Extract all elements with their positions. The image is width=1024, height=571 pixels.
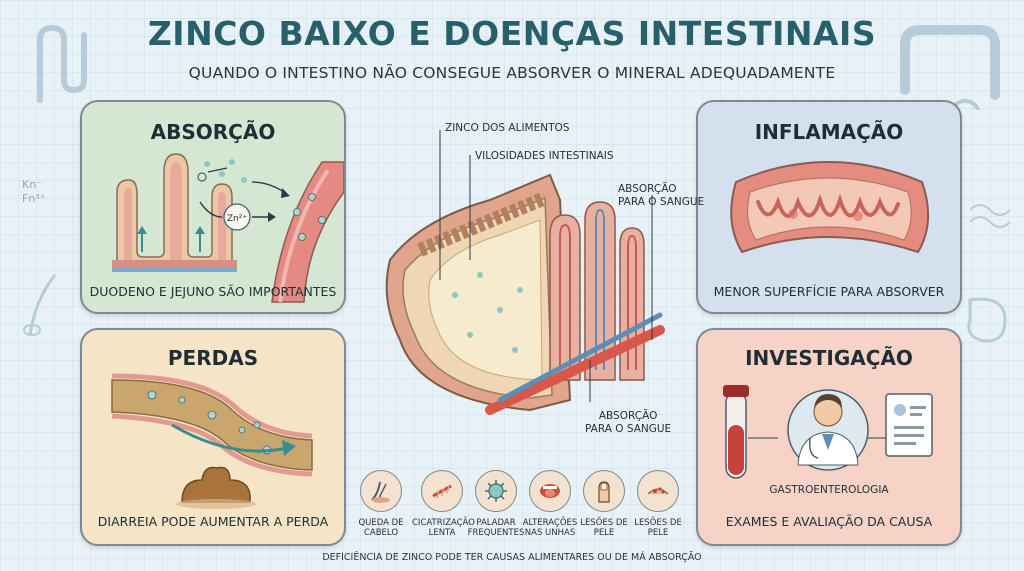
label-zinco-alimentos: ZINCO DOS ALIMENTOS	[445, 122, 570, 134]
panel-absorcao-title: ABSORÇÃO	[150, 120, 276, 144]
diarrhea-loss-illustration	[111, 373, 313, 509]
skin-lesion-icon	[637, 470, 679, 512]
panel-perdas-title: PERDAS	[167, 346, 259, 370]
investigation-illustration	[723, 385, 933, 479]
symptom-0: QUEDA DE CABELO	[351, 470, 411, 538]
panel-inflamacao-caption: MENOR SUPERFÍCIE PARA ABSORVER	[713, 284, 945, 299]
panel-inflamacao: INFLAMAÇÃO MENOR SUPERFÍCIE PARA ABSORVE…	[696, 100, 962, 314]
symptom-label: PALADAR FREQUENTES	[467, 518, 525, 539]
specialty-label: GASTROENTEROLOGIA	[769, 484, 889, 496]
symptom-3: ALTERAÇÕES NAS UNHAS	[520, 470, 580, 538]
footer-note: DEFICIÊNCIA DE ZINCO PODE TER CAUSAS ALI…	[322, 552, 702, 563]
intestine-decoration-right	[900, 25, 1000, 110]
hair-icon	[360, 470, 402, 512]
symptom-label: CICATRIZAÇÃO LENTA	[412, 518, 475, 539]
label-absorcao-sangue-top: ABSORÇÃO PARA O SANGUE	[618, 183, 705, 209]
panel-perdas: PERDAS DIARREIA PODE AUMENTAR A PERDA	[80, 328, 346, 546]
virus-icon	[475, 470, 517, 512]
label-vilosidades: VILOSIDADES INTESTINAIS	[475, 150, 614, 162]
panel-absorcao: ABSORÇÃO Zn²⁺ DUODENO E JEJUNO SÃO IMP	[80, 100, 346, 314]
panel-investigacao-caption: EXAMES E AVALIAÇÃO DA CAUSA	[725, 514, 933, 529]
symptom-label: LESÕES DE PELE	[634, 518, 682, 539]
mouth-icon	[529, 470, 571, 512]
panel-inflamacao-title: INFLAMAÇÃO	[754, 120, 904, 144]
symptom-label: LESÕES DE PELE	[580, 518, 628, 539]
symptom-4: LESÕES DE PELE	[574, 470, 634, 538]
wound-icon	[421, 470, 463, 512]
formula-decoration: Kn⁻ Fn³⁺	[22, 178, 46, 207]
hair-decoration	[23, 274, 57, 336]
villus-absorption-illustration: Zn²⁺	[112, 153, 344, 303]
symptom-label: QUEDA DE CABELO	[358, 518, 404, 539]
inflamed-intestine-illustration	[730, 161, 930, 254]
panel-perdas-caption: DIARREIA PODE AUMENTAR A PERDA	[97, 514, 329, 529]
zn-ion-label: Zn²⁺	[227, 214, 247, 224]
label-absorcao-sangue-bottom: ABSORÇÃO PARA O SANGUE	[585, 410, 672, 436]
panel-investigacao: INVESTIGAÇÃO GASTROENTEROLOGIA EXAMES E …	[696, 328, 962, 546]
symptom-label: ALTERAÇÕES NAS UNHAS	[522, 518, 578, 539]
symptom-1: CICATRIZAÇÃO LENTA	[412, 470, 475, 539]
stomach-decoration	[967, 297, 1007, 343]
panel-investigacao-title: INVESTIGAÇÃO	[745, 346, 913, 370]
skin-decoration	[969, 204, 1011, 228]
intestine-cross-section	[385, 130, 665, 415]
formula-top: Kn⁻	[22, 178, 42, 191]
symptom-2: PALADAR FREQUENTES	[466, 470, 526, 538]
formula-bottom: Fn³⁺	[22, 192, 46, 206]
nail-icon	[583, 470, 625, 512]
page-subtitle: QUANDO O INTESTINO NÃO CONSEGUE ABSORVER…	[188, 64, 836, 82]
intestine-decoration-left	[37, 24, 87, 103]
symptom-5: LESÕES DE PELE	[628, 470, 688, 538]
page-title: ZINCO BAIXO E DOENÇAS INTESTINAIS	[147, 14, 877, 53]
panel-absorcao-caption: DUODENO E JEJUNO SÃO IMPORTANTES	[89, 284, 337, 299]
